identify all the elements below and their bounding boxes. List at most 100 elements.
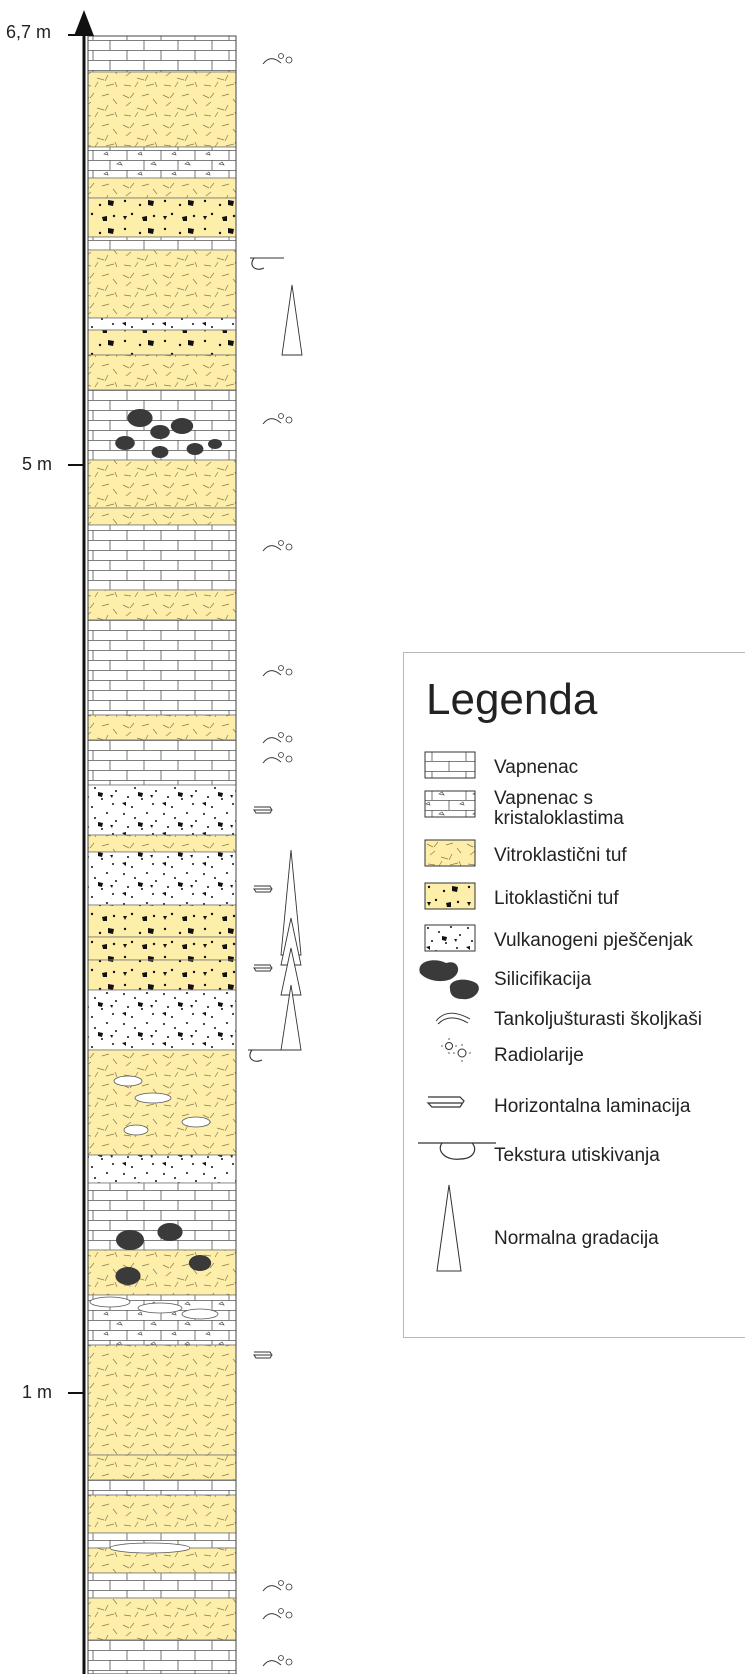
column-layer-kristal xyxy=(87,146,237,179)
column-layer-sand xyxy=(87,317,237,331)
vertical-axis xyxy=(68,10,94,1674)
legend-label-silicifikacija: Silicifikacija xyxy=(494,969,592,990)
silicification-nodule xyxy=(150,425,170,439)
legend-title: Legenda xyxy=(426,675,598,724)
radiolaria-icon xyxy=(285,56,293,64)
radiolaria-icon xyxy=(285,416,293,424)
radiolaria-icon xyxy=(285,543,293,551)
radiolaria-icon xyxy=(278,1655,284,1661)
column-layer-sand xyxy=(87,989,237,1051)
radiolaria-icon xyxy=(441,1038,471,1062)
thin-shelled-bivalve-icon xyxy=(262,757,282,764)
radiolaria-icon xyxy=(278,1580,284,1586)
column-layer-vapnenac xyxy=(87,1572,237,1599)
legend-label-utiskivanje: Tekstura utiskivanja xyxy=(494,1145,660,1166)
column-layer-vitro xyxy=(87,589,237,621)
normal-grading-icon xyxy=(436,1184,462,1272)
silicification-nodule xyxy=(170,418,194,434)
silicification-nodule xyxy=(115,1267,141,1285)
column-layer-vitro xyxy=(87,834,237,853)
radiolaria-icon xyxy=(278,1608,284,1614)
radiolaria-icon xyxy=(285,735,293,743)
radiolaria-icon xyxy=(278,413,284,419)
legend-label-skoljkasi: Tankoljušturasti školjkaši xyxy=(494,1009,703,1030)
limestone-lens xyxy=(89,1296,131,1308)
legend-panel: Legenda Vapnenac Vapnenac s kristaloklas… xyxy=(403,652,745,1338)
silicification-icon xyxy=(419,960,479,1000)
radiolaria-icon xyxy=(285,1583,293,1591)
column-layer-lito xyxy=(87,329,237,356)
legend-label-radiolarije: Radiolarije xyxy=(494,1045,584,1066)
axis-arrow-icon xyxy=(74,10,94,36)
load-cast-icon xyxy=(248,1049,282,1062)
column-layer-vapnenac xyxy=(87,739,237,786)
silicification-nodule xyxy=(151,446,169,458)
radiolaria-icon xyxy=(278,752,284,758)
silicification-nodule xyxy=(157,1223,183,1241)
legend-label-vitro: Vitroklastični tuf xyxy=(494,845,627,866)
limestone-lens xyxy=(134,1092,172,1104)
column-layer-vapnenac xyxy=(87,236,237,251)
legend-label-gradacija: Normalna gradacija xyxy=(494,1228,659,1249)
radiolaria-icon xyxy=(285,1611,293,1619)
axis-tick-label-mid: 5 m xyxy=(22,454,53,474)
silicification-nodule xyxy=(127,409,153,427)
thin-shelled-bivalve-icon xyxy=(262,1660,282,1667)
thin-shelled-bivalve-icon xyxy=(435,1012,471,1025)
legend-label-lito: Litoklastični tuf xyxy=(494,888,619,909)
limestone-lens xyxy=(181,1116,211,1128)
horizontal-lamination-icon xyxy=(253,806,273,814)
column-border xyxy=(87,35,237,1674)
normal-grading-icon xyxy=(281,284,303,356)
column-layer-vitro xyxy=(87,354,237,391)
column-layer-vapnenac xyxy=(87,619,237,716)
horizontal-lamination-icon xyxy=(253,964,273,972)
silicification-nodule xyxy=(115,436,135,450)
column-layer-lito xyxy=(87,959,237,991)
column-layer-vapnenac xyxy=(87,35,237,73)
column-outline xyxy=(87,35,237,1674)
radiolaria-icon xyxy=(278,665,284,671)
column-layer-vitro xyxy=(87,507,237,526)
radiolaria-icon xyxy=(278,53,284,59)
column-structures xyxy=(248,53,303,1667)
horizontal-lamination-icon xyxy=(253,885,273,893)
column-layer-lito xyxy=(87,936,237,961)
limestone-lens xyxy=(181,1308,219,1320)
legend-label-laminacija: Horizontalna laminacija xyxy=(494,1096,691,1117)
normal-grading-icon xyxy=(280,984,302,1051)
column-layer-vitro xyxy=(87,1597,237,1641)
load-cast-icon xyxy=(250,257,284,270)
column-layer-vitro xyxy=(87,1454,237,1481)
thin-shelled-bivalve-icon xyxy=(262,670,282,677)
silicification-nodule xyxy=(188,1255,212,1271)
radiolaria-icon xyxy=(278,540,284,546)
column-layer-sand xyxy=(87,784,237,836)
thin-shelled-bivalve-icon xyxy=(262,545,282,552)
legend-label-pjescenjak: Vulkanogeni pješčenjak xyxy=(494,930,693,951)
axis-tick-label-top: 6,7 m xyxy=(6,22,52,42)
radiolaria-icon xyxy=(285,755,293,763)
column-layer-sand xyxy=(87,1154,237,1184)
column-layers xyxy=(87,35,237,1674)
thin-shelled-bivalve-icon xyxy=(262,737,282,744)
limestone-swatch-icon xyxy=(424,751,476,779)
column-layer-sand xyxy=(87,851,237,906)
axis-tick-label-low: 1 m xyxy=(22,1382,53,1402)
radiolaria-icon xyxy=(285,668,293,676)
column-layer-vapnenac xyxy=(87,1479,237,1496)
limestone-lens xyxy=(109,1542,191,1554)
column-layer-vitro xyxy=(87,177,237,199)
limestone-lens xyxy=(137,1302,183,1314)
thin-shelled-bivalve-icon xyxy=(262,58,282,65)
crystal-limestone-swatch-icon xyxy=(424,790,476,818)
load-cast-icon xyxy=(418,1142,496,1160)
column-layer-vitro xyxy=(87,1249,237,1296)
legend-label-kristaloklastima: kristaloklastima xyxy=(494,808,624,829)
horizontal-lamination-icon xyxy=(426,1096,465,1108)
column-layer-vitro xyxy=(87,1344,237,1456)
silicification-nodule xyxy=(186,443,204,455)
column-layer-vitro xyxy=(87,71,237,148)
legend-label-vapnenac: Vapnenac xyxy=(494,757,579,778)
